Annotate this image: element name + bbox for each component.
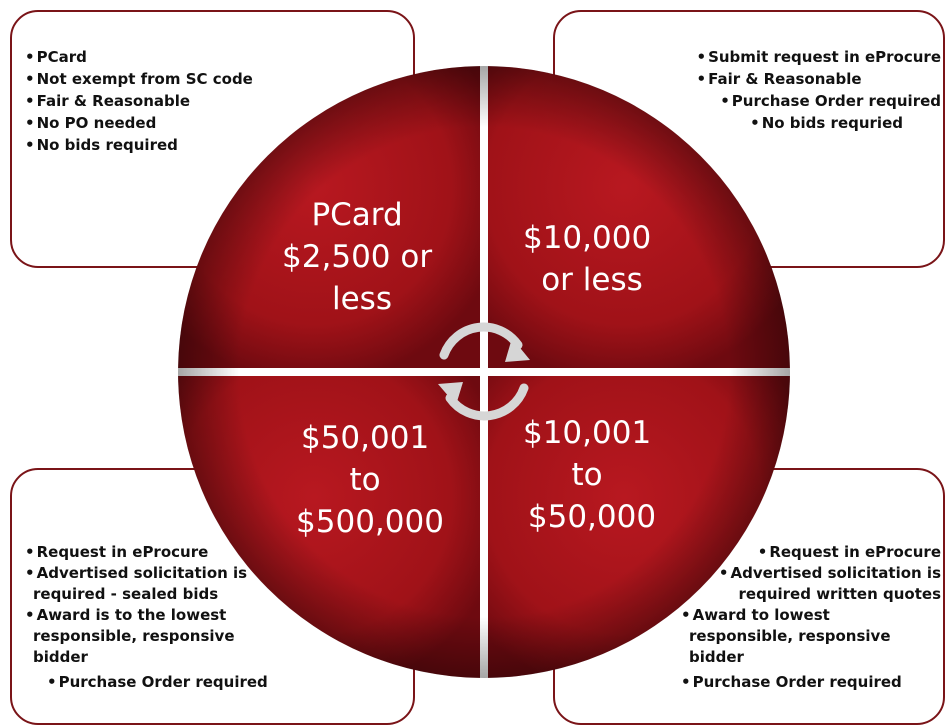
quadrant-label-top-left: PCard $2,500 or less [282,197,442,317]
list-item: •Not exempt from SC code [25,70,253,88]
list-item: required written quotes [738,585,941,603]
arrow-head-icon [438,382,463,405]
quadrant-label-bottom-left: $50,001 to $500,000 [296,420,444,540]
list-item: •Fair & Reasonable [25,92,191,110]
list-item: •Purchase Order required [681,673,902,691]
list-item: required - sealed bids [33,585,219,603]
list-item: •No PO needed [25,114,157,132]
quadrant-label-top-right: $10,000 or less [523,220,661,298]
pcard-requirements-list: •PCard •Not exempt from SC code •Fair & … [25,46,253,156]
list-item: •No bids required [25,136,178,154]
under-10000-requirements-list: •Submit request in eProcure •Fair & Reas… [696,46,941,134]
cycle-arrows-icon [439,322,529,421]
wheel-shading [178,66,790,678]
list-item: •PCard [25,48,87,66]
list-item: •Purchase Order required [720,92,941,110]
list-item: •Request in eProcure [757,543,941,561]
list-item: •Submit request in eProcure [696,48,941,66]
list-item: •Advertised solicitation is [718,564,941,582]
arrow-head-icon [505,338,530,362]
quadrant-label-bottom-right: $10,001 to $50,000 [523,415,661,535]
list-item: responsible, responsive [33,627,235,645]
10001-to-50000-requirements-list: •Request in eProcure •Advertised solicit… [681,542,941,693]
list-item: •Award to lowest [681,606,830,624]
list-item: •No bids requried [750,114,903,132]
list-item: responsible, responsive [689,627,891,645]
list-item: •Advertised solicitation is [25,564,248,582]
list-item: bidder [689,648,744,666]
50001-to-500000-requirements-list: •Request in eProcure •Advertised solicit… [25,542,268,693]
list-item: •Request in eProcure [25,543,209,561]
list-item: •Fair & Reasonable [696,70,862,88]
list-item: •Award is to the lowest [25,606,227,624]
list-item: bidder [33,648,88,666]
list-item: •Purchase Order required [47,673,268,691]
